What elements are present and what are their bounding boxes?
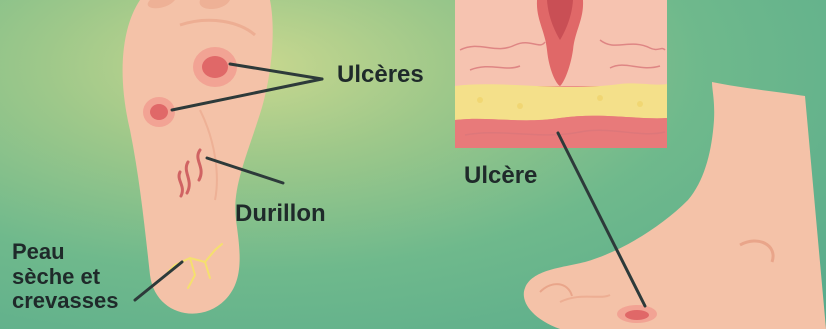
skin-layer-cross-section [455,0,667,148]
ulcer-sole-upper [193,47,237,87]
label-durillon: Durillon [235,201,326,228]
ulcer-sole-lower [143,97,175,127]
label-line: Peau [12,240,162,265]
label-dry-cracked-skin: Peau sèche et crevasses [12,240,162,314]
label-ulcere: Ulcère [464,163,537,190]
label-ulceres: Ulcères [337,62,424,89]
label-line: sèche et [12,265,162,290]
label-line: crevasses [12,289,162,314]
